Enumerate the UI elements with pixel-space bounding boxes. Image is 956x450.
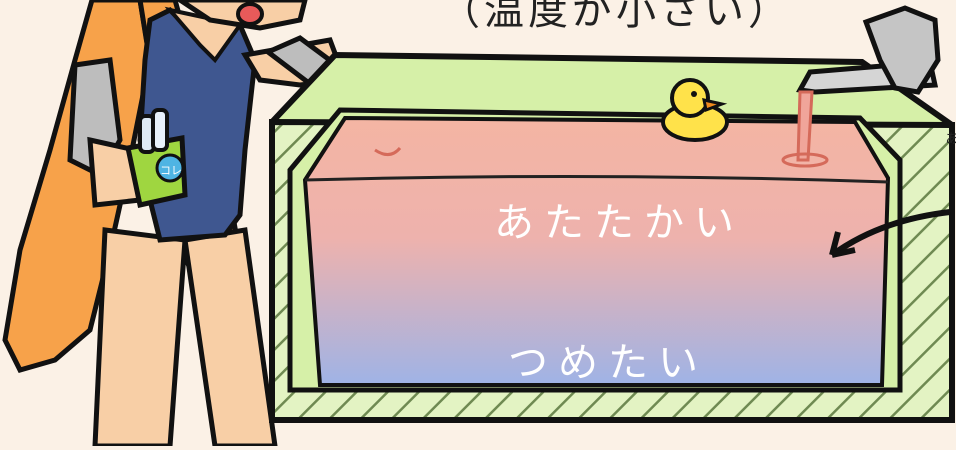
pointer-arrow — [830, 209, 951, 258]
splash — [781, 152, 829, 168]
pointer-arrowhead — [829, 231, 856, 258]
edge-text: ぁ — [944, 128, 956, 147]
bucket-label: コレ — [160, 164, 182, 177]
cold-water-label: つめたい — [508, 340, 708, 386]
hand-ripple — [374, 146, 402, 156]
faucet — [796, 5, 941, 95]
top-caption: （温度が小さい） — [440, 0, 792, 34]
bath-water — [302, 115, 891, 387]
hot-water-stream — [796, 90, 814, 162]
left-leg — [92, 227, 188, 449]
mouth — [236, 2, 264, 26]
bucket — [125, 108, 188, 208]
rubber-duck — [661, 78, 729, 142]
warm-water-label: あたたかい — [494, 200, 744, 246]
water-surface — [304, 174, 889, 184]
